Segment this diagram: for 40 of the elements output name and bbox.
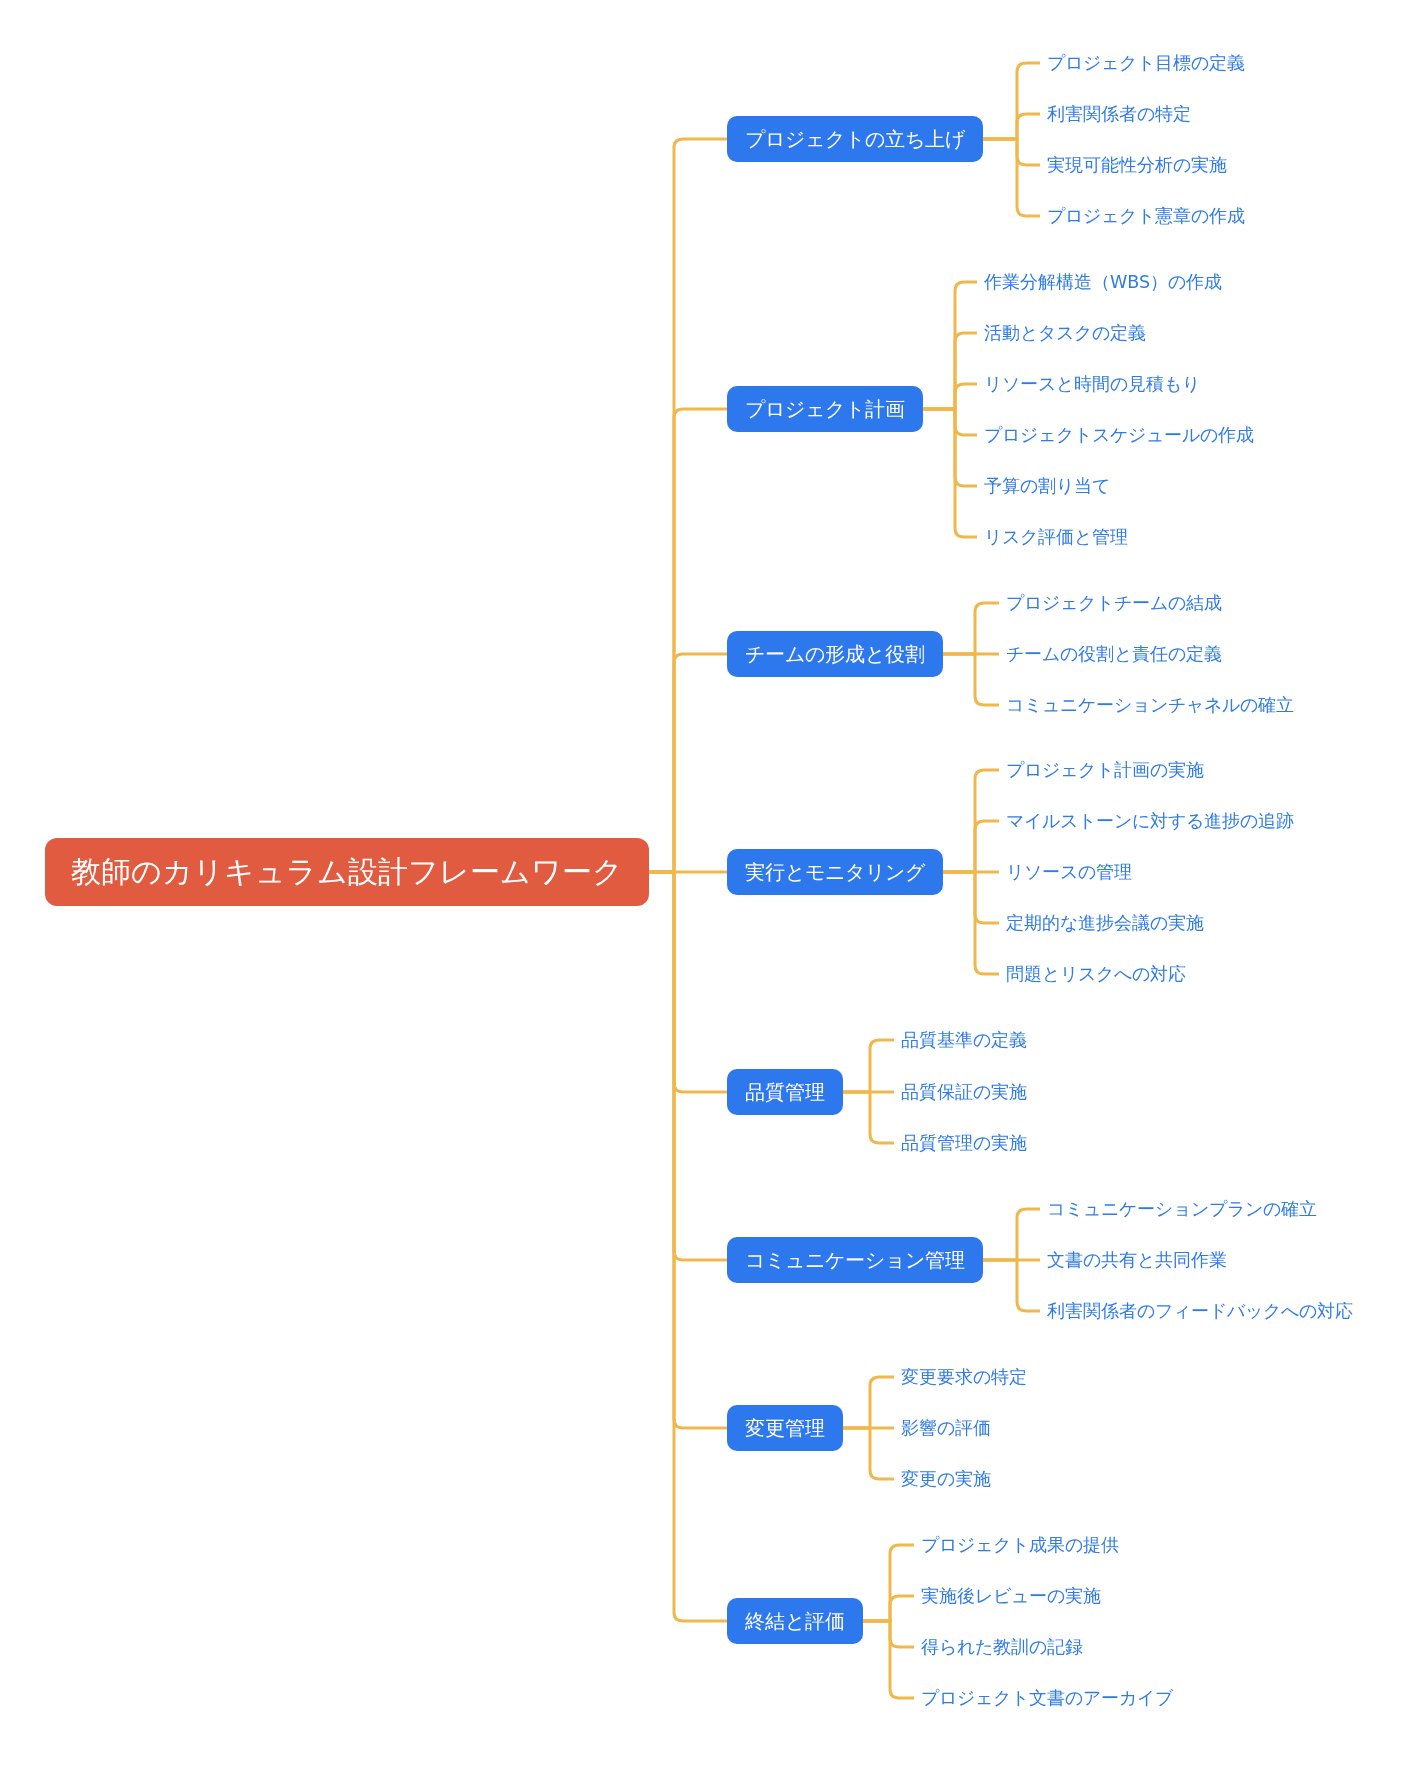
topic-box: 変更管理 (727, 1405, 843, 1451)
topic-box: 実行とモニタリング (727, 849, 943, 895)
central-topic-box: 教師のカリキュラム設計フレームワーク (45, 838, 649, 906)
topic-box: チームの形成と役割 (727, 631, 943, 677)
subtopic-text: 品質基準の定義 (894, 1026, 1027, 1054)
topic-box: プロジェクトの立ち上げ (727, 116, 983, 162)
subtopic-text: 作業分解構造（WBS）の作成 (977, 268, 1223, 296)
subtopic-text: 実施後レビューの実施 (914, 1582, 1101, 1610)
subtopic-text: プロジェクトチームの結成 (999, 589, 1222, 617)
subtopic-text: マイルストーンに対する進捗の追跡 (999, 807, 1294, 835)
subtopic-text: プロジェクトスケジュールの作成 (977, 421, 1254, 449)
subtopic-text: 利害関係者のフィードバックへの対応 (1040, 1297, 1353, 1325)
subtopic-text: 問題とリスクへの対応 (999, 960, 1186, 988)
subtopic-text: 品質保証の実施 (894, 1078, 1027, 1106)
subtopic-text: 実現可能性分析の実施 (1040, 151, 1227, 179)
subtopic-text: 定期的な進捗会議の実施 (999, 909, 1204, 937)
topic-box: 品質管理 (727, 1069, 843, 1115)
subtopic-text: コミュニケーションプランの確立 (1040, 1195, 1317, 1223)
subtopic-text: リスク評価と管理 (977, 523, 1128, 551)
subtopic-text: 変更の実施 (894, 1465, 991, 1493)
subtopic-text: 利害関係者の特定 (1040, 100, 1191, 128)
subtopic-text: チームの役割と責任の定義 (999, 640, 1222, 668)
subtopic-text: 影響の評価 (894, 1414, 991, 1442)
subtopic-text: 予算の割り当て (977, 472, 1110, 500)
subtopic-text: プロジェクト成果の提供 (914, 1531, 1119, 1559)
subtopic-text: 文書の共有と共同作業 (1040, 1246, 1227, 1274)
subtopic-text: プロジェクト計画の実施 (999, 756, 1204, 784)
subtopic-text: リソースと時間の見積もり (977, 370, 1200, 398)
topic-box: コミュニケーション管理 (727, 1237, 983, 1283)
subtopic-text: プロジェクト憲章の作成 (1040, 202, 1245, 230)
subtopic-text: 得られた教訓の記録 (914, 1633, 1083, 1661)
topic-box: プロジェクト計画 (727, 386, 923, 432)
subtopic-text: プロジェクト目標の定義 (1040, 49, 1245, 77)
subtopic-text: リソースの管理 (999, 858, 1132, 886)
subtopic-text: 品質管理の実施 (894, 1129, 1027, 1157)
subtopic-text: プロジェクト文書のアーカイブ (914, 1684, 1173, 1712)
subtopic-text: 活動とタスクの定義 (977, 319, 1146, 347)
subtopic-text: 変更要求の特定 (894, 1363, 1027, 1391)
topic-box: 終結と評価 (727, 1598, 863, 1644)
subtopic-text: コミュニケーションチャネルの確立 (999, 691, 1294, 719)
